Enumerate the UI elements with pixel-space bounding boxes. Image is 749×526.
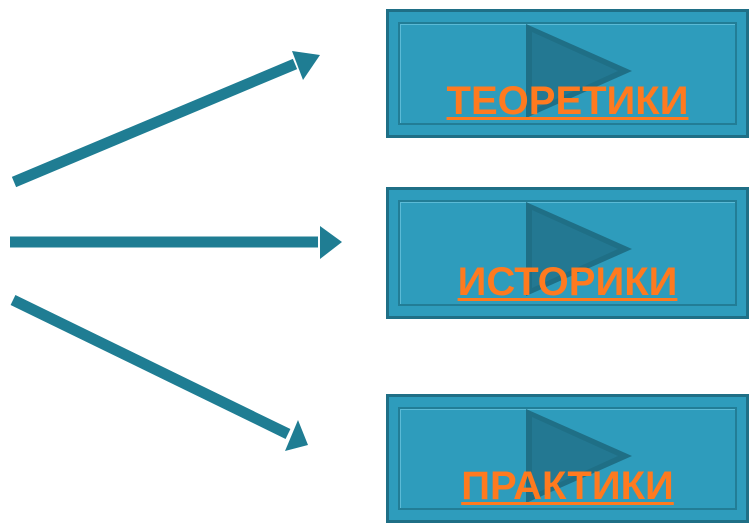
practitioners-link[interactable]: ПРАКТИКИ [461, 464, 674, 508]
play-icon [522, 22, 634, 120]
theorists-button[interactable]: ТЕОРЕТИКИ [386, 9, 749, 138]
historians-button[interactable]: ИСТОРИКИ [386, 187, 749, 319]
historians-link[interactable]: ИСТОРИКИ [457, 260, 678, 304]
arrow-icon-down [10, 295, 308, 451]
button-frame [398, 407, 737, 510]
button-frame [398, 200, 737, 306]
button-frame [398, 22, 737, 125]
arrow-icon-right [10, 226, 342, 259]
play-icon [522, 200, 634, 298]
practitioners-button[interactable]: ПРАКТИКИ [386, 394, 749, 523]
play-icon [522, 407, 634, 505]
arrow-icon-up [11, 51, 320, 188]
theorists-link[interactable]: ТЕОРЕТИКИ [446, 79, 689, 123]
